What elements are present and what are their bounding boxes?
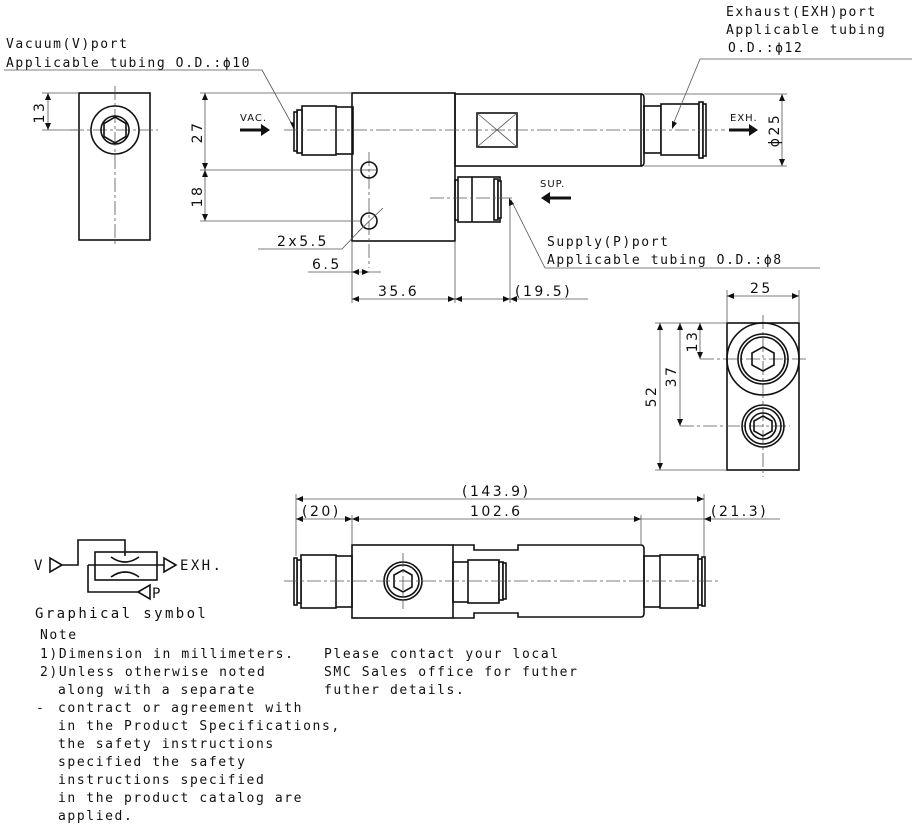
dim-dia-25: ϕ25 [767, 113, 783, 148]
note-dash: - [36, 701, 45, 716]
contact-block: Please contact your local SMC Sales offi… [324, 647, 579, 698]
vac-label: VAC. [240, 113, 267, 124]
contact-line: SMC Sales office for futher [324, 665, 579, 680]
dim-hole-offset: 6.5 [312, 257, 342, 273]
dim-supply-offset: (19.5) [515, 284, 572, 300]
note-line: instructions specified [58, 773, 265, 788]
note-line: applied. [58, 809, 133, 824]
note-line: specified the safety [58, 755, 247, 770]
exhaust-port-od: O.D.:ϕ12 [728, 41, 803, 56]
note-line: contract or agreement with [58, 701, 303, 716]
dim-left-fitting: (20) [302, 504, 341, 520]
sup-label: SUP. [540, 179, 565, 190]
dim-right-37: 37 [664, 365, 680, 388]
note-line: 2)Unless otherwise noted [40, 665, 266, 680]
exhaust-port-tubing: Applicable tubing [726, 23, 886, 38]
exhaust-port-title: Exhaust(EXH)port [726, 5, 877, 20]
symbol-p-label: P [152, 586, 163, 602]
dim-left-13: 13 [32, 101, 48, 124]
dim-right-width: 25 [750, 281, 773, 297]
left-end-view: 13 [32, 86, 158, 247]
bottom-view: (143.9) (20) 102.6 (21.3) [284, 484, 780, 619]
supply-port-tubing: Applicable tubing O.D.:ϕ8 [547, 253, 783, 268]
dim-front-18: 18 [190, 185, 206, 208]
graphical-symbol: V EXH. P Graphical symbol [34, 539, 223, 622]
front-view: 2x5.5 VAC. EXH. SUP. 27 18 ϕ25 [190, 92, 787, 303]
vacuum-port-tubing: Applicable tubing O.D.:ϕ10 [6, 56, 251, 71]
contact-line: futher details. [324, 683, 465, 698]
contact-line: Please contact your local [324, 647, 560, 662]
exhaust-port-callout: Exhaust(EXH)port Applicable tubing O.D.:… [671, 5, 912, 129]
vacuum-port-title: Vacuum(V)port [6, 37, 129, 52]
note-line: 1)Dimension in millimeters. [40, 647, 295, 662]
dim-main-length: 102.6 [470, 504, 523, 520]
symbol-exh-label: EXH. [180, 558, 223, 574]
note-line: the safety instructions [58, 737, 275, 752]
dim-right-52: 52 [644, 385, 660, 408]
notes-title: Note [40, 628, 78, 643]
dim-right-fitting: (21.3) [711, 504, 768, 520]
vacuum-port-callout: Vacuum(V)port Applicable tubing O.D.:ϕ10 [4, 37, 296, 130]
supply-port-title: Supply(P)port [547, 235, 670, 250]
dim-right-13: 13 [685, 330, 701, 353]
note-line: in the Product Specifications, [58, 719, 341, 734]
dim-overall: (143.9) [462, 484, 531, 500]
notes-block: Note 1)Dimension in millimeters. 2)Unles… [36, 628, 341, 824]
symbol-v-label: V [34, 558, 45, 574]
dim-holes: 2x5.5 [277, 234, 329, 250]
right-end-view: 25 13 37 52 [644, 281, 806, 477]
dim-front-27: 27 [190, 121, 206, 144]
symbol-caption: Graphical symbol [35, 606, 208, 622]
note-line: along with a separate [58, 683, 256, 698]
exh-label: EXH. [730, 113, 758, 124]
note-line: in the product catalog are [58, 791, 303, 806]
supply-port-callout: Supply(P)port Applicable tubing O.D.:ϕ8 [509, 198, 820, 269]
dim-body-length: 35.6 [378, 284, 419, 300]
